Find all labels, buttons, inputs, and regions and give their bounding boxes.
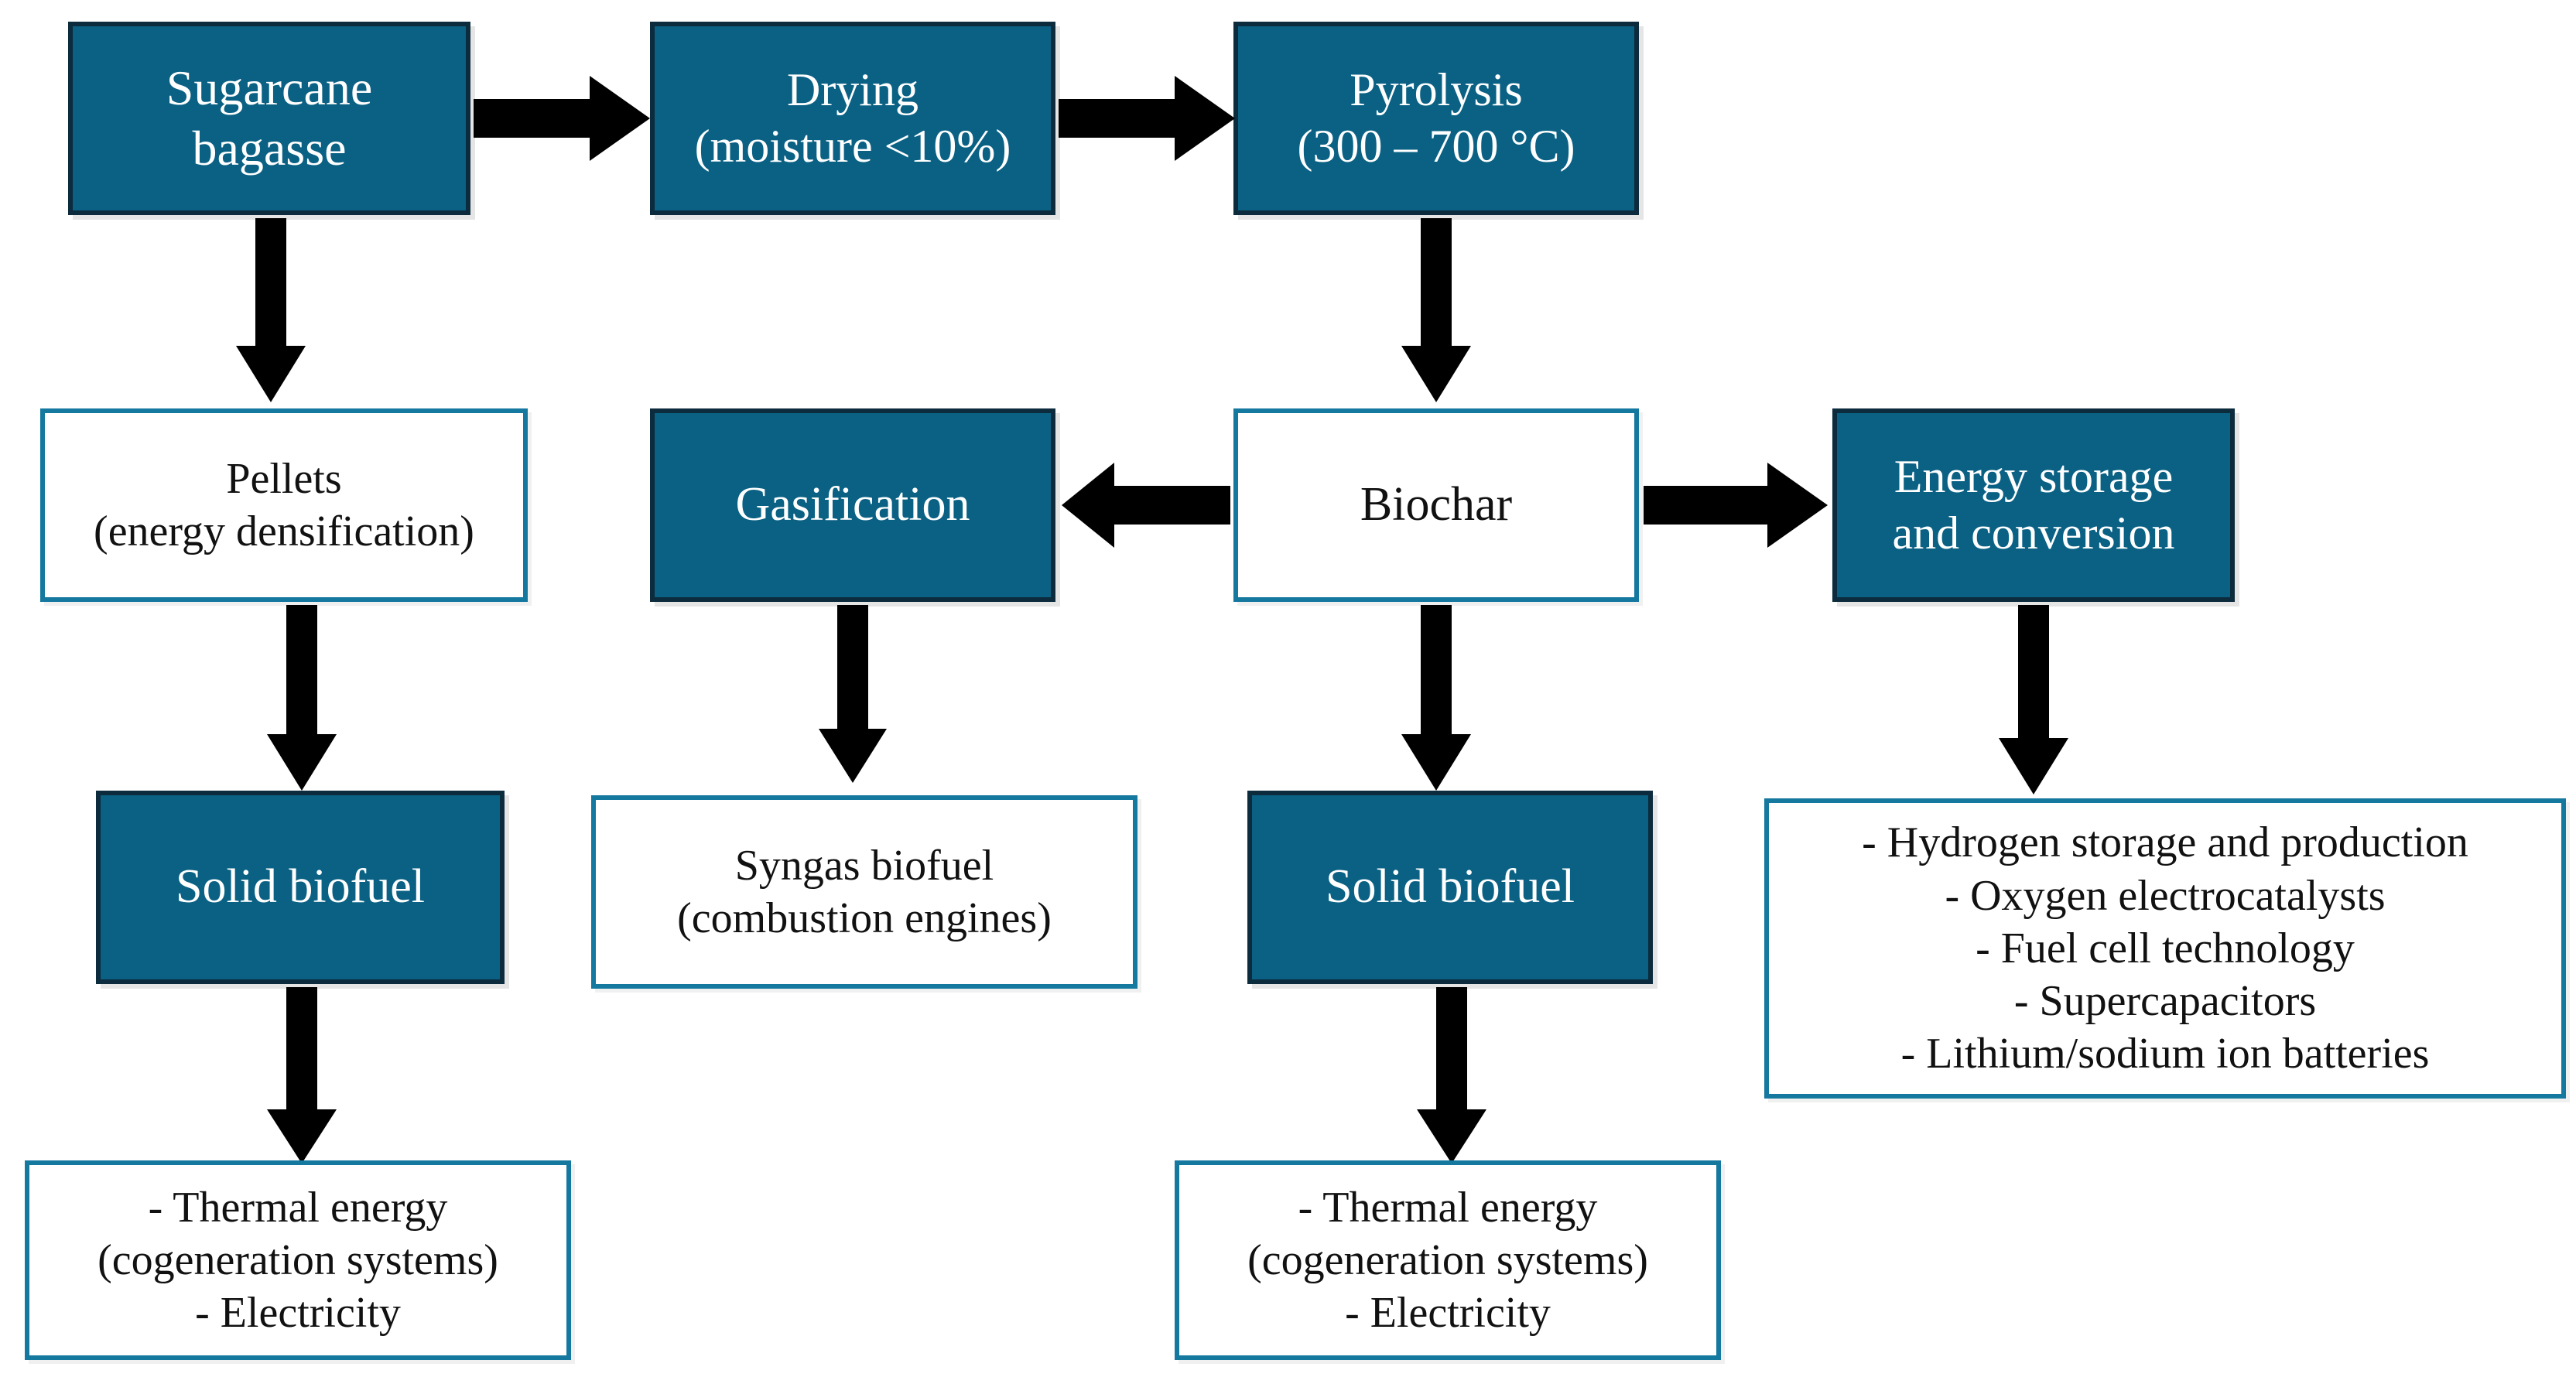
node-energy-storage-label: Energy storage and conversion: [1892, 450, 2175, 559]
arrow-pellets-to-solid-biofuel: [267, 605, 337, 791]
node-thermal-outputs-left-label: - Thermal energy (cogeneration systems) …: [97, 1183, 498, 1338]
node-syngas-biofuel[interactable]: Syngas biofuel (combustion engines): [591, 795, 1137, 989]
node-solid-biofuel-center[interactable]: Solid biofuel: [1247, 791, 1653, 984]
node-biochar[interactable]: Biochar: [1233, 408, 1639, 602]
node-syngas-biofuel-label: Syngas biofuel (combustion engines): [677, 841, 1052, 942]
node-energy-applications[interactable]: - Hydrogen storage and production - Oxyg…: [1764, 798, 2566, 1099]
arrow-energy-storage-to-applications: [1999, 605, 2068, 795]
node-drying[interactable]: Drying (moisture <10%): [650, 22, 1055, 215]
node-energy-storage[interactable]: Energy storage and conversion: [1832, 408, 2235, 602]
node-energy-applications-label: - Hydrogen storage and production - Oxyg…: [1862, 818, 2468, 1078]
arrow-solid-biofuel-center-to-thermal: [1417, 987, 1486, 1164]
node-pyrolysis-label: Pyrolysis (300 – 700 °C): [1297, 63, 1575, 172]
node-thermal-outputs-center-label: - Thermal energy (cogeneration systems) …: [1247, 1183, 1648, 1338]
arrow-bagasse-to-drying: [474, 76, 650, 161]
arrow-biochar-to-energy-storage: [1644, 463, 1828, 548]
node-sugarcane-bagasse-label: Sugarcane bagasse: [166, 60, 373, 176]
node-drying-label: Drying (moisture <10%): [694, 63, 1011, 172]
node-solid-biofuel-left-label: Solid biofuel: [175, 860, 426, 914]
node-solid-biofuel-center-label: Solid biofuel: [1325, 860, 1575, 914]
arrow-biochar-to-solid-biofuel: [1401, 605, 1471, 791]
node-gasification[interactable]: Gasification: [650, 408, 1055, 602]
arrow-bagasse-to-pellets: [236, 218, 306, 402]
arrow-biochar-to-gasification: [1062, 463, 1230, 548]
node-sugarcane-bagasse[interactable]: Sugarcane bagasse: [68, 22, 470, 215]
node-pellets-label: Pellets (energy densification): [94, 454, 474, 555]
node-thermal-outputs-center[interactable]: - Thermal energy (cogeneration systems) …: [1175, 1160, 1721, 1360]
node-solid-biofuel-left[interactable]: Solid biofuel: [96, 791, 505, 984]
arrow-drying-to-pyrolysis: [1059, 76, 1235, 161]
node-pellets[interactable]: Pellets (energy densification): [40, 408, 528, 602]
node-pyrolysis[interactable]: Pyrolysis (300 – 700 °C): [1233, 22, 1639, 215]
arrow-solid-biofuel-left-to-thermal: [267, 987, 337, 1164]
node-thermal-outputs-left[interactable]: - Thermal energy (cogeneration systems) …: [25, 1160, 571, 1360]
arrow-pyrolysis-to-biochar: [1401, 218, 1471, 402]
arrow-gasification-to-syngas: [819, 605, 887, 783]
node-gasification-label: Gasification: [735, 478, 970, 531]
node-biochar-label: Biochar: [1360, 478, 1513, 531]
